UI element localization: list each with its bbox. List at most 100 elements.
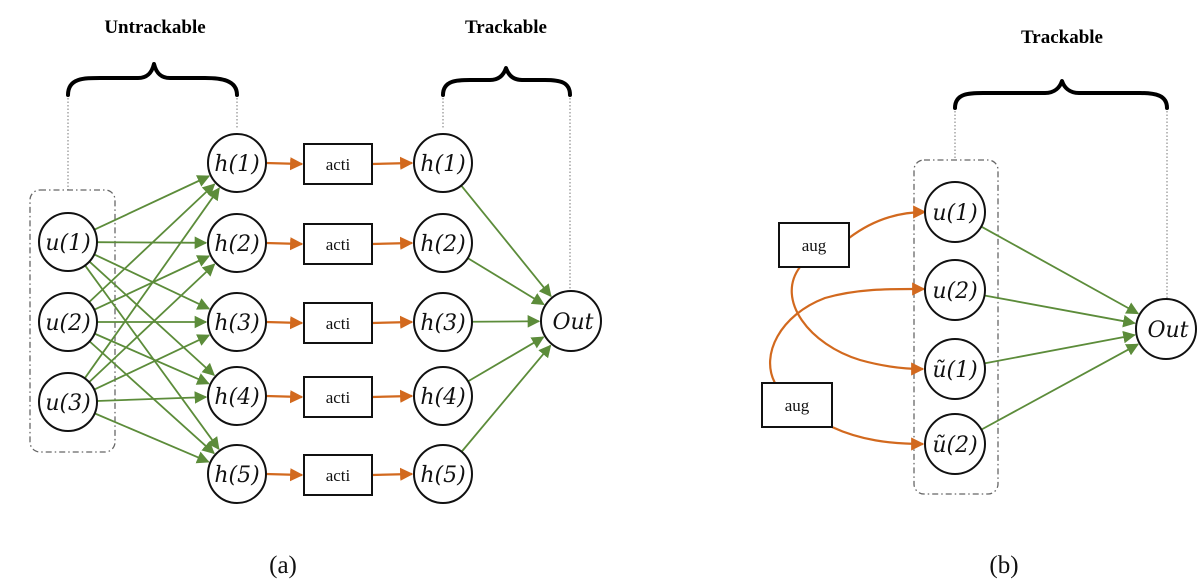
- edge-activated-output: [467, 336, 545, 383]
- acti-box: acti: [303, 454, 373, 496]
- hidden-node-label: h(1): [214, 152, 259, 177]
- edge-activated-output: [467, 257, 545, 306]
- hidden-node-label: h(2): [214, 232, 259, 257]
- augmented-input-node: ũ(1): [924, 338, 986, 400]
- edge-input-hidden: [88, 263, 216, 383]
- edge-hidden-acti: [265, 237, 304, 251]
- output-node-b: Out: [1135, 298, 1197, 360]
- edge-activated-output: [460, 344, 552, 453]
- augmented-input-label: ũ(2): [932, 433, 977, 458]
- edge-activated-output: [471, 315, 541, 328]
- activated-node-label: h(1): [420, 152, 465, 177]
- edge-input-hidden: [93, 253, 211, 310]
- edge-hidden-acti: [265, 316, 304, 330]
- guide-lines-a: [67, 98, 571, 290]
- acti-label: acti: [326, 314, 351, 333]
- aug-curve: [848, 205, 927, 239]
- input-node-label: u(2): [45, 311, 90, 336]
- aug-label: aug: [785, 396, 810, 415]
- hidden-node: h(2): [207, 213, 267, 273]
- acti-label: acti: [326, 388, 351, 407]
- aug-curve: [831, 426, 925, 451]
- caption-b: (b): [989, 552, 1018, 579]
- acti-box: acti: [303, 143, 373, 185]
- edge-input-output-b: [984, 330, 1136, 365]
- activated-node: h(3): [413, 292, 473, 352]
- panel-b: Trackable aug aug u(1) u(2) ũ(1): [761, 27, 1197, 579]
- aug-box: aug: [761, 382, 833, 428]
- acti-box: acti: [303, 376, 373, 418]
- edge-acti-activated: [371, 315, 414, 329]
- activated-node: h(4): [413, 366, 473, 426]
- acti-box: acti: [303, 223, 373, 265]
- edge-acti-activated: [371, 467, 414, 481]
- activated-node-label: h(3): [420, 311, 465, 336]
- edge-hidden-acti: [265, 468, 304, 482]
- output-label-b: Out: [1147, 318, 1188, 343]
- augmented-input-node: ũ(2): [924, 413, 986, 475]
- edge-acti-activated: [371, 389, 414, 403]
- augmented-input-label: u(1): [932, 201, 977, 226]
- activated-node: h(5): [413, 444, 473, 504]
- edge-input-hidden: [88, 340, 215, 455]
- aug-curve: [769, 282, 926, 384]
- guide-lines-b: [954, 111, 1168, 300]
- edge-input-output-b: [984, 294, 1136, 328]
- edge-input-hidden: [84, 187, 220, 379]
- acti-box: acti: [303, 302, 373, 344]
- edge-acti-activated: [371, 236, 414, 250]
- activated-node-label: h(5): [420, 463, 465, 488]
- activated-node-label: h(4): [420, 385, 465, 410]
- caption-a: (a): [269, 552, 297, 579]
- acti-label: acti: [326, 466, 351, 485]
- augmented-input-label: ũ(1): [932, 358, 977, 383]
- input-node-label: u(3): [45, 391, 90, 416]
- hidden-node: h(4): [207, 366, 267, 426]
- edge-input-hidden: [94, 412, 210, 464]
- hidden-node: h(1): [207, 133, 267, 193]
- activated-node: h(2): [413, 213, 473, 273]
- edge-input-hidden: [96, 391, 208, 404]
- edge-input-hidden: [93, 175, 211, 231]
- edge-input-hidden: [88, 183, 216, 303]
- trackable-title-b: Trackable: [1021, 27, 1103, 48]
- input-node: u(3): [38, 372, 98, 432]
- edge-input-hidden: [93, 334, 211, 391]
- output-label-a: Out: [552, 310, 593, 335]
- edge-hidden-acti: [265, 157, 304, 171]
- edges-b: [769, 205, 1140, 451]
- edge-input-hidden: [94, 332, 210, 385]
- brace-untrackable: [66, 62, 239, 97]
- edge-input-hidden: [84, 264, 220, 450]
- aug-curve: [790, 266, 925, 376]
- untrackable-title: Untrackable: [104, 17, 205, 38]
- aug-box: aug: [778, 222, 850, 268]
- augmented-input-label: u(2): [932, 279, 977, 304]
- acti-label: acti: [326, 235, 351, 254]
- panel-a: Untrackable Trackable u(1) u(2) u(3): [29, 17, 602, 579]
- trackable-title-a: Trackable: [465, 17, 547, 38]
- acti-label: acti: [326, 155, 351, 174]
- brace-trackable-b: [953, 79, 1169, 110]
- hidden-node-label: h(5): [214, 463, 259, 488]
- hidden-node-label: h(4): [214, 385, 259, 410]
- aug-label: aug: [802, 236, 827, 255]
- edge-input-output-b: [980, 225, 1140, 315]
- edge-hidden-acti: [265, 390, 304, 404]
- hidden-node: h(3): [207, 292, 267, 352]
- edges-a: [84, 156, 552, 482]
- input-group-box-a: [29, 189, 116, 453]
- edge-acti-activated: [371, 156, 414, 170]
- edge-input-output-b: [980, 343, 1140, 431]
- input-group-box-b: [913, 159, 999, 495]
- edge-activated-output: [460, 184, 552, 298]
- input-node: u(1): [38, 212, 98, 272]
- hidden-node: h(5): [207, 444, 267, 504]
- input-node-label: u(1): [45, 231, 90, 256]
- hidden-node-label: h(3): [214, 311, 259, 336]
- activated-node: h(1): [413, 133, 473, 193]
- output-node-a: Out: [540, 290, 602, 352]
- augmented-input-node: u(1): [924, 181, 986, 243]
